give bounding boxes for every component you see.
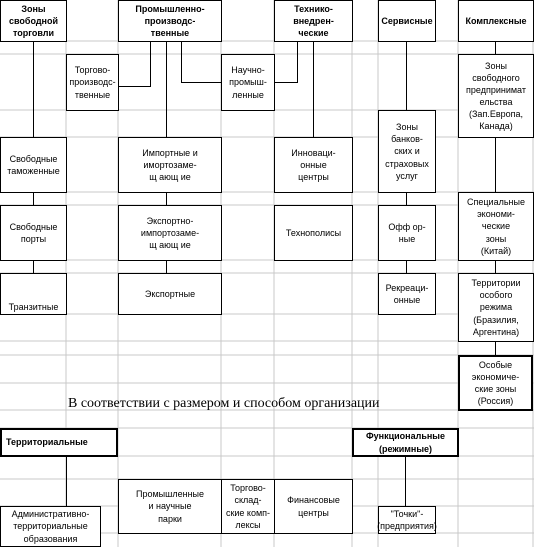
connector (495, 341, 496, 355)
connector (118, 86, 151, 87)
connector (406, 192, 407, 205)
section-caption: В соответствии с размером и способом орг… (68, 396, 380, 411)
box-trade-production: Торгово- производс- твенные (66, 54, 119, 111)
box-special-zones-russia: Особые экономиче- ские зоны (Россия) (458, 355, 533, 411)
box-technopolis: Технополисы (274, 205, 353, 261)
box-export-import-substitution: Экспортно- импортозаме- щ ающ ие (118, 205, 222, 261)
connector (406, 260, 407, 273)
connector (406, 41, 407, 110)
box-export: Экспортные (118, 273, 222, 315)
connector (33, 260, 34, 273)
connector (33, 41, 34, 137)
box-free-ports: Свободные порты (0, 205, 67, 261)
box-offshore: Офф ор- ные (378, 205, 436, 261)
category-free-trade: Зоны свободной торговли (0, 0, 67, 42)
box-points-enterprises: "Точки"- (предприятия) (377, 506, 437, 534)
box-recreation: Рекреаци- онные (378, 273, 436, 315)
connector (181, 41, 182, 82)
connector (166, 192, 167, 205)
connector (150, 41, 151, 86)
box-sci-industrial: Научно- промыш- ленные (221, 54, 275, 111)
connector (66, 456, 67, 506)
connector (405, 456, 406, 506)
connector (33, 192, 34, 205)
category-industrial: Промышленно- производс- твенные (118, 0, 222, 42)
connector (495, 41, 496, 54)
connector (495, 137, 496, 192)
box-admin-territorial: Административно- территориальные образов… (0, 506, 101, 547)
box-industrial-parks: Промышленные и научные парки (118, 479, 222, 534)
box-innovation-centers: Инновaци- онные центры (274, 137, 353, 193)
box-free-customs: Свободные таможенные (0, 137, 67, 193)
category-complex: Комплексные (458, 0, 534, 42)
connector (181, 82, 221, 83)
box-banking-zones: Зоны банков- ских и страховых услуг (378, 110, 436, 193)
box-special-economic-zones-china: Специальные экономи- ческие зоны (Китай) (458, 192, 534, 261)
box-trade-warehouse: Торгово- склад- ские комп- лексы (221, 479, 275, 534)
connector (495, 260, 496, 273)
category-service: Сервисные (378, 0, 436, 42)
box-import-substitution: Импортные и имортозаме- щ ающ ие (118, 137, 222, 193)
box-financial-centers: Финансовые центры (274, 479, 353, 534)
box-transit: Транзитные (0, 273, 67, 315)
connector (274, 82, 298, 83)
category-tech: Технико- внедрен- ческие (274, 0, 353, 42)
connector (297, 41, 298, 82)
connector (313, 41, 314, 137)
box-special-regime: Территории особого режима (Бразилия, Арг… (458, 273, 534, 342)
connector (166, 260, 167, 273)
connector (166, 41, 167, 137)
category-territorial: Территориальные (0, 428, 118, 457)
box-free-entrepreneurship: Зоны свободного предпринимат ельства (За… (458, 54, 534, 138)
category-functional: Функциональные (режимные) (352, 428, 459, 457)
